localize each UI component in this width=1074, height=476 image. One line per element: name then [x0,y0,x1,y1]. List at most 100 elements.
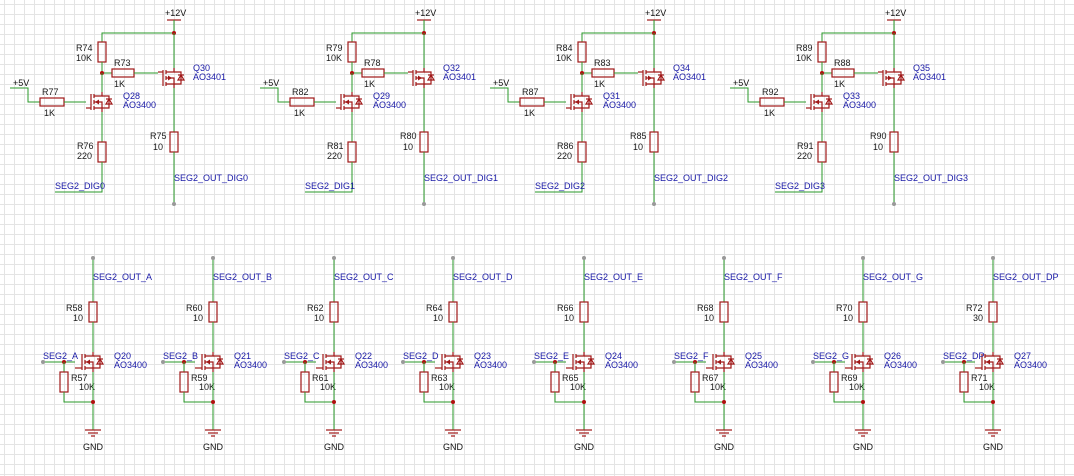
nmos-transistor[interactable] [706,352,736,372]
resistor-series[interactable] [88,301,98,323]
ref-label: R79 [326,43,343,53]
resistor-series[interactable] [988,301,998,323]
resistor-input[interactable] [519,97,545,107]
ref-label: R61 [312,373,329,383]
ref-label: Q28 [123,91,140,101]
net-label-in: SEG2_B [163,351,198,361]
resistor-top[interactable] [97,41,107,63]
resistor-gate[interactable] [361,68,385,78]
ref-label: R90 [870,131,887,141]
resistor-gate[interactable] [591,68,615,78]
net-label-in: SEG2_A [43,351,78,361]
ref-label: R86 [557,141,574,151]
resistor-input[interactable] [759,97,785,107]
nmos-transistor[interactable] [75,352,105,372]
resistor-series[interactable] [719,301,729,323]
nmos-transistor[interactable] [845,352,875,372]
resistor-input[interactable] [289,97,315,107]
value-label: 1K [764,108,775,118]
value-label: 10 [403,142,413,152]
ref-label: R58 [66,303,83,313]
resistor-series[interactable] [579,301,589,323]
resistor-series[interactable] [858,301,868,323]
value-label: 10K [199,382,215,392]
resistor-bottom[interactable] [817,141,827,163]
resistor-pulldown[interactable] [179,371,189,393]
resistor-series[interactable] [448,301,458,323]
ref-label: R71 [971,373,988,383]
nmos-transistor[interactable] [336,92,364,112]
net-label-out: SEG2_OUT_D [453,272,513,282]
nmos-transistor[interactable] [316,352,346,372]
net-label-out: SEG2_OUT_DIG2 [654,173,728,183]
nmos-transistor[interactable] [806,92,834,112]
nmos-transistor[interactable] [435,352,465,372]
net-label-in: SEG2_E [534,351,569,361]
value-label: 10 [843,313,853,323]
resistor-pulldown[interactable] [300,371,310,393]
resistor-output[interactable] [169,131,179,153]
gnd-label: GND [83,442,104,452]
resistor-series[interactable] [208,301,218,323]
resistor-input[interactable] [39,97,65,107]
nmos-transistor[interactable] [195,352,225,372]
ground-symbol [716,426,732,437]
resistor-top[interactable] [817,41,827,63]
pmos-transistor[interactable] [158,68,186,88]
value-label: 220 [797,151,812,161]
power-12v-label: +12V [645,8,666,18]
ground-symbol [445,426,461,437]
resistor-top[interactable] [347,41,357,63]
resistor-output[interactable] [649,131,659,153]
net-label-dig: SEG2_DIG2 [535,181,585,191]
resistor-series[interactable] [329,301,339,323]
nmos-transistor[interactable] [86,92,114,112]
ref-label: Q22 [355,351,372,361]
nmos-transistor[interactable] [566,92,594,112]
resistor-pulldown[interactable] [829,371,839,393]
resistor-bottom[interactable] [347,141,357,163]
resistor-pulldown[interactable] [59,371,69,393]
ref-label: R60 [186,303,203,313]
pmos-transistor[interactable] [638,68,666,88]
nmos-transistor[interactable] [566,352,596,372]
resistor-output[interactable] [889,131,899,153]
nmos-transistor[interactable] [975,352,1005,372]
ref-label: R64 [426,303,443,313]
value-label: 10 [633,142,643,152]
ref-label: Q33 [843,91,860,101]
power-5v-label: +5V [13,78,29,88]
value-label: 10K [849,382,865,392]
net-label-in: SEG2_C [284,351,320,361]
resistor-bottom[interactable] [97,141,107,163]
resistor-gate[interactable] [111,68,135,78]
net-label-out: SEG2_OUT_F [724,272,783,282]
resistor-bottom[interactable] [577,141,587,163]
ref-label: R82 [292,87,309,97]
pmos-transistor[interactable] [878,68,906,88]
resistor-pulldown[interactable] [690,371,700,393]
resistor-top[interactable] [577,41,587,63]
net-label-dig: SEG2_DIG1 [305,181,355,191]
resistor-output[interactable] [419,131,429,153]
power-12v-label: +12V [165,8,186,18]
resistor-pulldown[interactable] [959,371,969,393]
value-label: 1K [524,108,535,118]
net-label-in: SEG2_D [403,351,439,361]
part-label: AO3400 [474,360,507,370]
gnd-label: GND [443,442,464,452]
net-label-out: SEG2_OUT_C [334,272,394,282]
ref-label: R87 [522,87,539,97]
net-label-out: SEG2_OUT_A [93,272,152,282]
value-label: 30 [973,313,983,323]
ref-label: R84 [556,43,573,53]
net-label-dig: SEG2_DIG0 [55,181,105,191]
pmos-transistor[interactable] [408,68,436,88]
resistor-gate[interactable] [831,68,855,78]
resistor-pulldown[interactable] [419,371,429,393]
resistor-pulldown[interactable] [550,371,560,393]
